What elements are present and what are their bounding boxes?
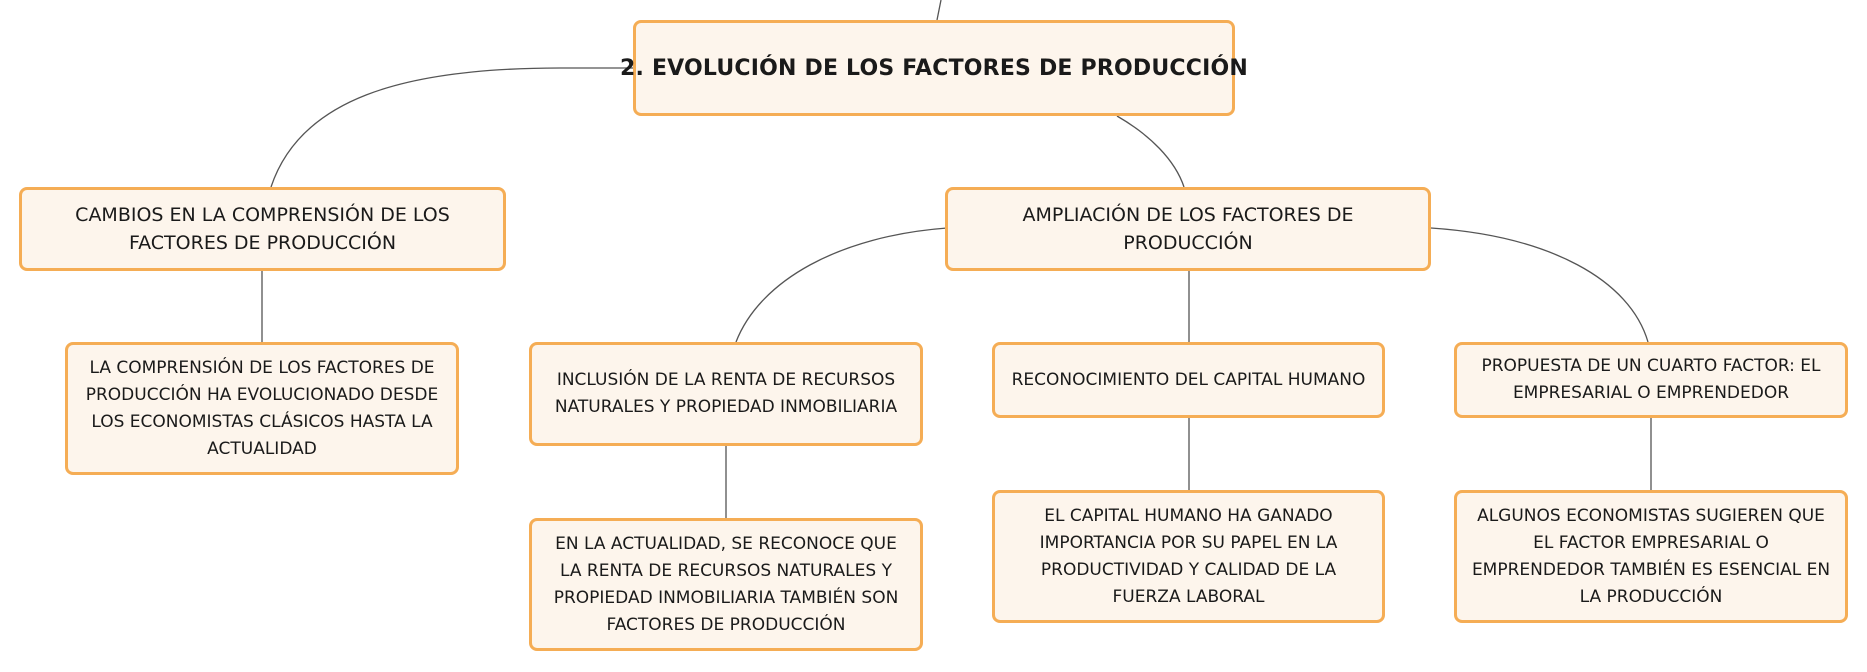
node-renta-detalle[interactable]: EN LA ACTUALIDAD, SE RECONOCE QUE LA REN… xyxy=(529,518,923,651)
node-capital-humano[interactable]: RECONOCIMIENTO DEL CAPITAL HUMANO xyxy=(992,342,1385,418)
node-capital-humano-detalle-label: EL CAPITAL HUMANO HA GANADO IMPORTANCIA … xyxy=(1039,505,1338,607)
node-inclusion-renta[interactable]: INCLUSIÓN DE LA RENTA DE RECURSOS NATURA… xyxy=(529,342,923,446)
node-capital-humano-detalle[interactable]: EL CAPITAL HUMANO HA GANADO IMPORTANCIA … xyxy=(992,490,1385,623)
node-cambios-comprension[interactable]: CAMBIOS EN LA COMPRENSIÓN DE LOS FACTORE… xyxy=(19,187,506,271)
node-cambios-comprension-label: CAMBIOS EN LA COMPRENSIÓN DE LOS FACTORE… xyxy=(75,204,450,254)
node-comprension-evolucion-label: LA COMPRENSIÓN DE LOS FACTORES DE PRODUC… xyxy=(85,357,439,459)
connector-root-ampliacion xyxy=(1116,115,1185,188)
node-renta-detalle-label: EN LA ACTUALIDAD, SE RECONOCE QUE LA REN… xyxy=(553,533,899,635)
node-ampliacion-factores-label: AMPLIACIÓN DE LOS FACTORES DE PRODUCCIÓN xyxy=(1022,204,1354,254)
connector-ampliacion-inclusion xyxy=(735,227,948,343)
connector-ampliacion-cuarto xyxy=(1430,227,1649,343)
node-cuarto-factor[interactable]: PROPUESTA DE UN CUARTO FACTOR: EL EMPRES… xyxy=(1454,342,1848,418)
node-capital-humano-label: RECONOCIMIENTO DEL CAPITAL HUMANO xyxy=(1011,369,1366,390)
connector-root-cambios xyxy=(270,67,636,188)
root-node[interactable]: 2. EVOLUCIÓN DE LOS FACTORES DE PRODUCCI… xyxy=(620,20,1248,116)
node-cuarto-factor-detalle-label: ALGUNOS ECONOMISTAS SUGIEREN QUE EL FACT… xyxy=(1471,505,1831,607)
node-cuarto-factor-detalle[interactable]: ALGUNOS ECONOMISTAS SUGIEREN QUE EL FACT… xyxy=(1454,490,1848,623)
node-cuarto-factor-label: PROPUESTA DE UN CUARTO FACTOR: EL EMPRES… xyxy=(1481,356,1821,403)
node-comprension-evolucion[interactable]: LA COMPRENSIÓN DE LOS FACTORES DE PRODUC… xyxy=(65,342,459,475)
connector-incoming xyxy=(936,0,942,21)
node-inclusion-renta-label: INCLUSIÓN DE LA RENTA DE RECURSOS NATURA… xyxy=(554,370,898,417)
root-node-label: 2. EVOLUCIÓN DE LOS FACTORES DE PRODUCCI… xyxy=(620,55,1248,81)
node-ampliacion-factores[interactable]: AMPLIACIÓN DE LOS FACTORES DE PRODUCCIÓN xyxy=(945,187,1431,271)
